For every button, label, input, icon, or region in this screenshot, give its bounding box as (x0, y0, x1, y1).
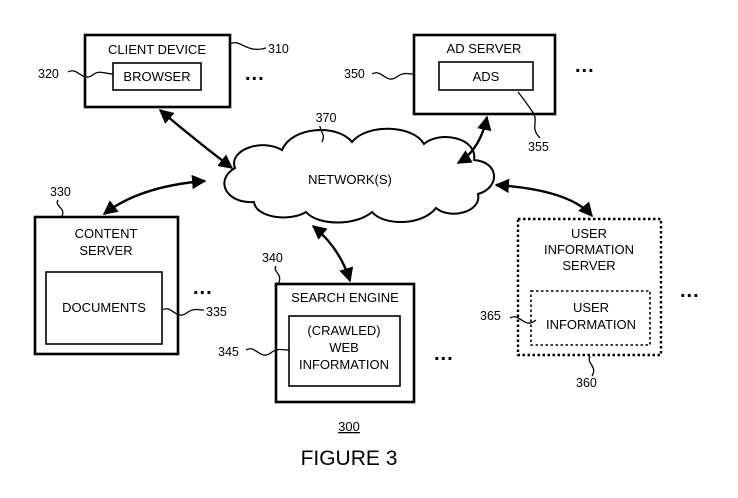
arrow-content-network (102, 174, 207, 215)
network-cloud: NETWORK(S) (223, 127, 495, 224)
client-device-ref: 310 (268, 42, 289, 56)
network-label: NETWORK(S) (308, 172, 392, 187)
ad-server-label: AD SERVER (447, 41, 522, 56)
content-server-ref: 330 (50, 185, 71, 199)
arrow-ad-network (456, 115, 492, 165)
search-engine-ref: 340 (262, 251, 283, 265)
figure-number: 300 (338, 419, 360, 434)
user-info-server-ref-leader (588, 355, 595, 377)
content-server: CONTENT SERVER DOCUMENTS (33, 215, 180, 356)
content-server-ref-leader (56, 199, 64, 217)
user-info-server-label-line2: INFORMATION (544, 242, 634, 257)
arrow-client-network (158, 109, 234, 169)
documents-ref-leader (161, 308, 205, 316)
network-ref: 370 (316, 111, 337, 125)
user-info-server-label-line1: USER (571, 226, 607, 241)
documents-ref: 335 (206, 305, 227, 319)
user-information-box (530, 290, 651, 346)
browser-ref-leader (67, 70, 114, 78)
arrow-search-network (311, 225, 354, 283)
browser-label: BROWSER (123, 69, 190, 84)
user-info-line2: INFORMATION (546, 317, 636, 332)
client-device-label: CLIENT DEVICE (108, 42, 206, 57)
network-ref-leader (319, 125, 325, 143)
content-server-label-line2: SERVER (79, 243, 132, 258)
client-device: CLIENT DEVICE BROWSER (83, 33, 232, 109)
client-device-ref-leader (229, 42, 267, 50)
web-info-line2: WEB (329, 340, 359, 355)
ad-server-ref: 350 (344, 67, 365, 81)
documents-label: DOCUMENTS (62, 300, 146, 315)
user-info-ref-leader (509, 316, 537, 324)
ad-server-ref-leader (371, 72, 415, 80)
search-engine: SEARCH ENGINE (CRAWLED) WEB INFORMATION (274, 282, 416, 404)
content-server-label-line1: CONTENT (75, 226, 138, 241)
web-info-line3: INFORMATION (299, 357, 389, 372)
user-info-server-more: ... (680, 280, 700, 302)
ads-ref-leader (517, 91, 541, 139)
ads-ref: 355 (528, 140, 549, 154)
web-information-box (288, 315, 401, 387)
search-engine-label: SEARCH ENGINE (291, 290, 399, 305)
web-info-ref: 345 (218, 345, 239, 359)
browser-box (112, 62, 202, 91)
ad-server: AD SERVER ADS (412, 33, 557, 116)
browser-ref: 320 (38, 67, 59, 81)
documents-box (45, 271, 163, 345)
user-info-server-label-line3: SERVER (562, 258, 615, 273)
web-info-ref-leader (245, 348, 290, 356)
web-info-line1: (CRAWLED) (307, 323, 380, 338)
ads-box (438, 61, 534, 91)
content-server-more: ... (193, 277, 213, 299)
search-engine-more: ... (434, 343, 454, 365)
figure-title: FIGURE 3 (301, 447, 398, 470)
arrow-userinfo-network (494, 178, 593, 218)
user-information-server: USER INFORMATION SERVER USER INFORMATION (516, 217, 663, 357)
ad-server-more: ... (575, 55, 595, 77)
client-device-more: ... (245, 63, 265, 85)
user-info-ref: 365 (480, 309, 501, 323)
user-info-line1: USER (573, 300, 609, 315)
search-engine-ref-leader (274, 265, 281, 285)
ads-label: ADS (473, 69, 500, 84)
user-info-server-ref: 360 (576, 376, 597, 390)
